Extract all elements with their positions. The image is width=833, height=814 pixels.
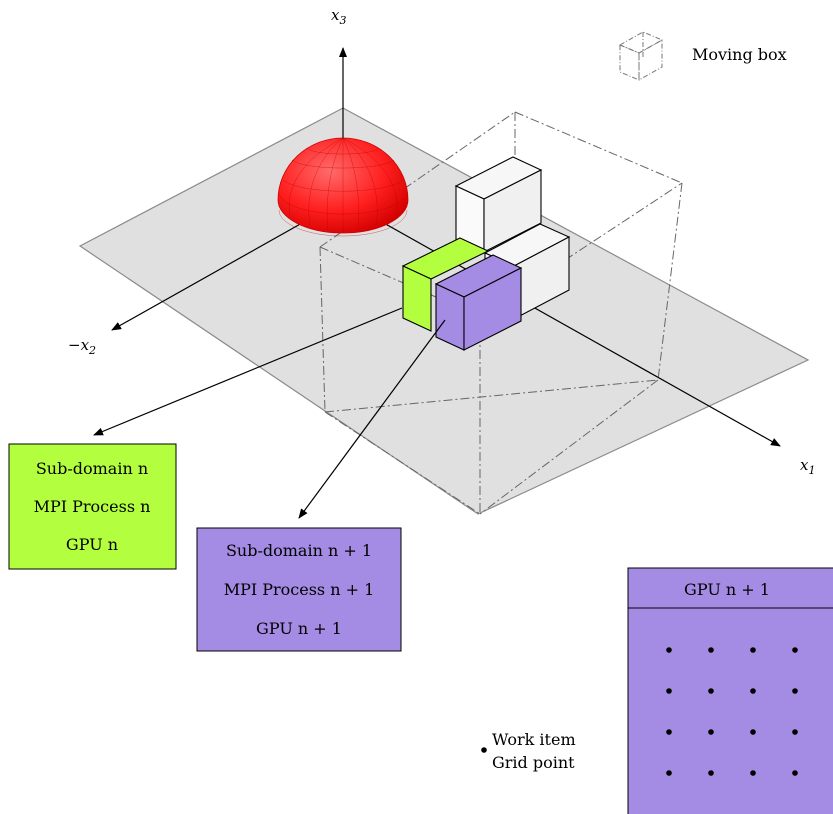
gpu-panel-title: GPU n + 1 — [684, 580, 770, 599]
subdomain-n-line2: MPI Process n — [34, 497, 151, 516]
subdomain-n1-box: Sub-domain n + 1 MPI Process n + 1 GPU n… — [196, 527, 402, 652]
x3-label: x3 — [331, 6, 346, 27]
arrow-to-subdomain-n — [93, 307, 403, 436]
grid-point — [792, 647, 798, 653]
arrow-to-subdomain-n1 — [298, 319, 446, 519]
grid-point — [792, 770, 798, 776]
subdomain-n1-line1: Sub-domain n + 1 — [226, 541, 372, 560]
moving-box-icon — [618, 31, 664, 81]
grid-point — [666, 688, 672, 694]
subdomain-n-line1: Sub-domain n — [36, 459, 148, 478]
grid-point — [666, 770, 672, 776]
work-item-label: Work item — [492, 730, 576, 749]
gpu-grid-points — [666, 647, 798, 776]
subdomain-n1-line3: GPU n + 1 — [256, 619, 342, 638]
grid-point — [750, 688, 756, 694]
grid-point — [708, 647, 714, 653]
x2-label: −x2 — [68, 336, 96, 357]
grid-point-label: Grid point — [492, 753, 575, 772]
grid-point — [792, 729, 798, 735]
grid-point — [792, 688, 798, 694]
grid-point — [750, 729, 756, 735]
subdomain-n-box: Sub-domain n MPI Process n GPU n — [8, 443, 177, 570]
subdomain-n1-line2: MPI Process n + 1 — [224, 580, 375, 599]
work-item-dot — [481, 747, 487, 753]
grid-point — [708, 770, 714, 776]
x1-label: x1 — [800, 456, 815, 477]
grid-point — [750, 647, 756, 653]
grid-point — [666, 647, 672, 653]
grid-point — [666, 729, 672, 735]
green-cube — [401, 237, 490, 332]
x1-axis — [342, 199, 781, 447]
gpu-panel: GPU n + 1 — [627, 567, 833, 814]
grid-point — [708, 729, 714, 735]
subdomain-n-line3: GPU n — [66, 535, 118, 554]
hemisphere — [277, 137, 409, 237]
moving-box-legend-label: Moving box — [692, 45, 787, 64]
purple-cube — [434, 254, 523, 351]
grid-point — [750, 770, 756, 776]
grid-point — [708, 688, 714, 694]
